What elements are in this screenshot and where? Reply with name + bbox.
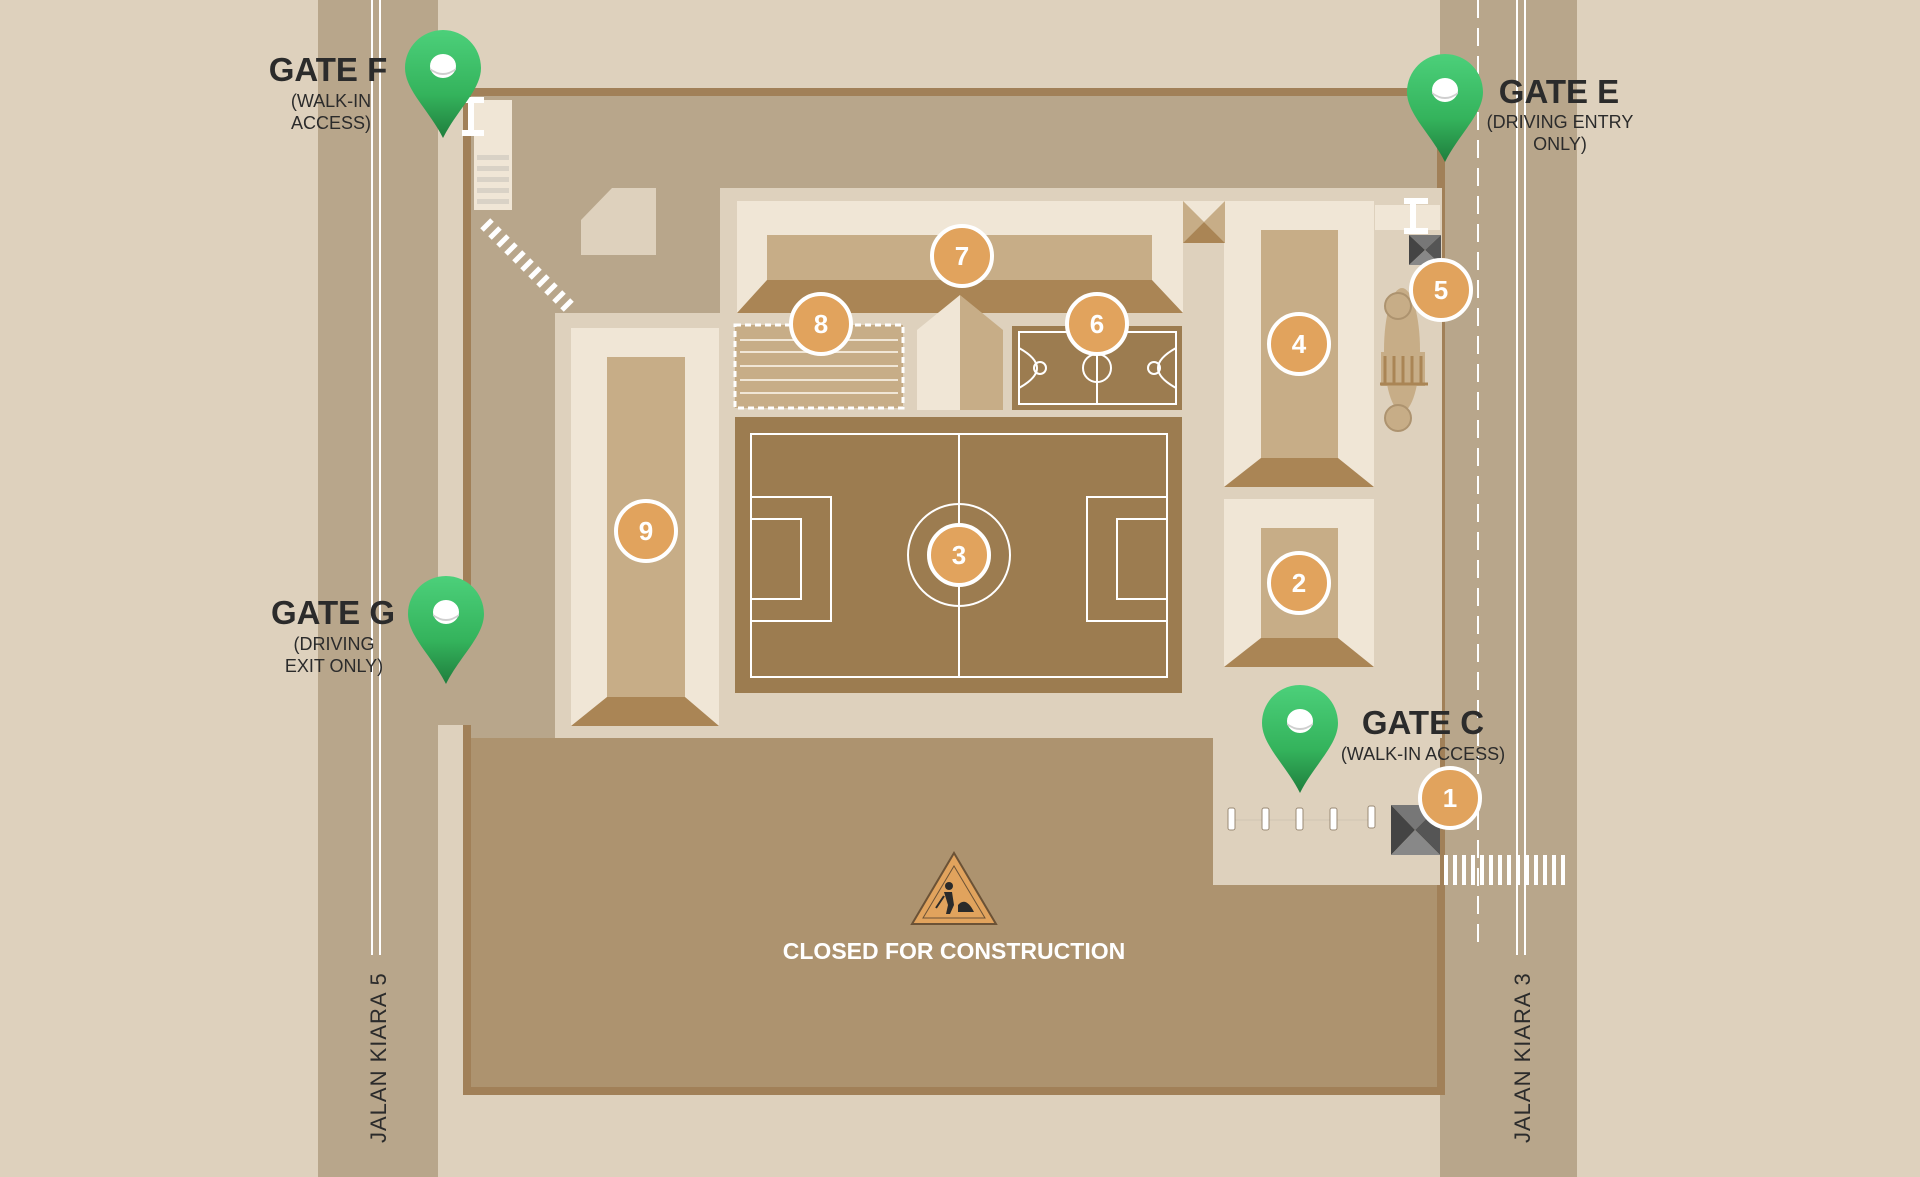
bollards-gate-c: [1227, 805, 1376, 831]
construction-label: CLOSED FOR CONSTRUCTION: [783, 938, 1125, 964]
nw-crosswalk: [480, 218, 574, 312]
marker-4[interactable]: 4: [1267, 312, 1331, 376]
marker-5[interactable]: 5: [1409, 258, 1473, 322]
gate-g-label: GATE G (DRIVING EXIT ONLY): [271, 594, 395, 676]
marker-6[interactable]: 6: [1065, 292, 1129, 356]
gate-e-label: GATE E (DRIVING ENTRY ONLY): [1487, 73, 1634, 154]
marker-9[interactable]: 9: [614, 499, 678, 563]
gate-f-sub-1: (WALK-IN: [291, 91, 371, 111]
gate-g-sub-1: (DRIVING: [294, 634, 375, 654]
marker-1-label: 1: [1443, 783, 1457, 813]
gate-c-label: GATE C (WALK-IN ACCESS): [1341, 704, 1505, 764]
gate-e-barrier: [1404, 198, 1428, 234]
construction-warning-icon: [910, 851, 998, 925]
nw-stairs: [474, 100, 512, 210]
gate-e-sub-2: ONLY): [1533, 134, 1587, 154]
pavilion: [1183, 201, 1225, 243]
east-crosswalk: [1444, 855, 1565, 885]
gate-f-label: GATE F (WALK-IN ACCESS): [269, 51, 388, 133]
marker-1[interactable]: 1: [1418, 766, 1482, 830]
road-label-right: JALAN KIARA 3: [1510, 972, 1535, 1143]
marker-7[interactable]: 7: [930, 224, 994, 288]
gate-c-title: GATE C: [1362, 704, 1484, 741]
seating-area-5: [1375, 205, 1440, 432]
gate-f-title: GATE F: [269, 51, 388, 88]
marker-9-label: 9: [639, 516, 653, 546]
marker-3[interactable]: 3: [927, 523, 991, 587]
gate-g-sub-2: EXIT ONLY): [285, 656, 383, 676]
marker-7-label: 7: [955, 241, 969, 271]
marker-3-label: 3: [952, 540, 966, 570]
marker-8-label: 8: [814, 309, 828, 339]
marker-4-label: 4: [1292, 329, 1307, 359]
nw-kiosk: [581, 188, 656, 255]
road-label-left: JALAN KIARA 5: [366, 972, 391, 1143]
gate-g-title: GATE G: [271, 594, 395, 631]
marker-6-label: 6: [1090, 309, 1104, 339]
gate-c-sub-1: (WALK-IN ACCESS): [1341, 744, 1505, 764]
marker-8[interactable]: 8: [789, 292, 853, 356]
marker-2-label: 2: [1292, 568, 1306, 598]
marker-2[interactable]: 2: [1267, 551, 1331, 615]
road-jalan-kiara-3: [1440, 0, 1577, 1177]
gate-e-title: GATE E: [1499, 73, 1619, 110]
gate-f-barrier: [462, 97, 484, 136]
hut: [917, 295, 1003, 410]
gate-e-sub-1: (DRIVING ENTRY: [1487, 112, 1634, 132]
marker-5-label: 5: [1434, 275, 1448, 305]
gate-f-sub-2: ACCESS): [291, 113, 371, 133]
